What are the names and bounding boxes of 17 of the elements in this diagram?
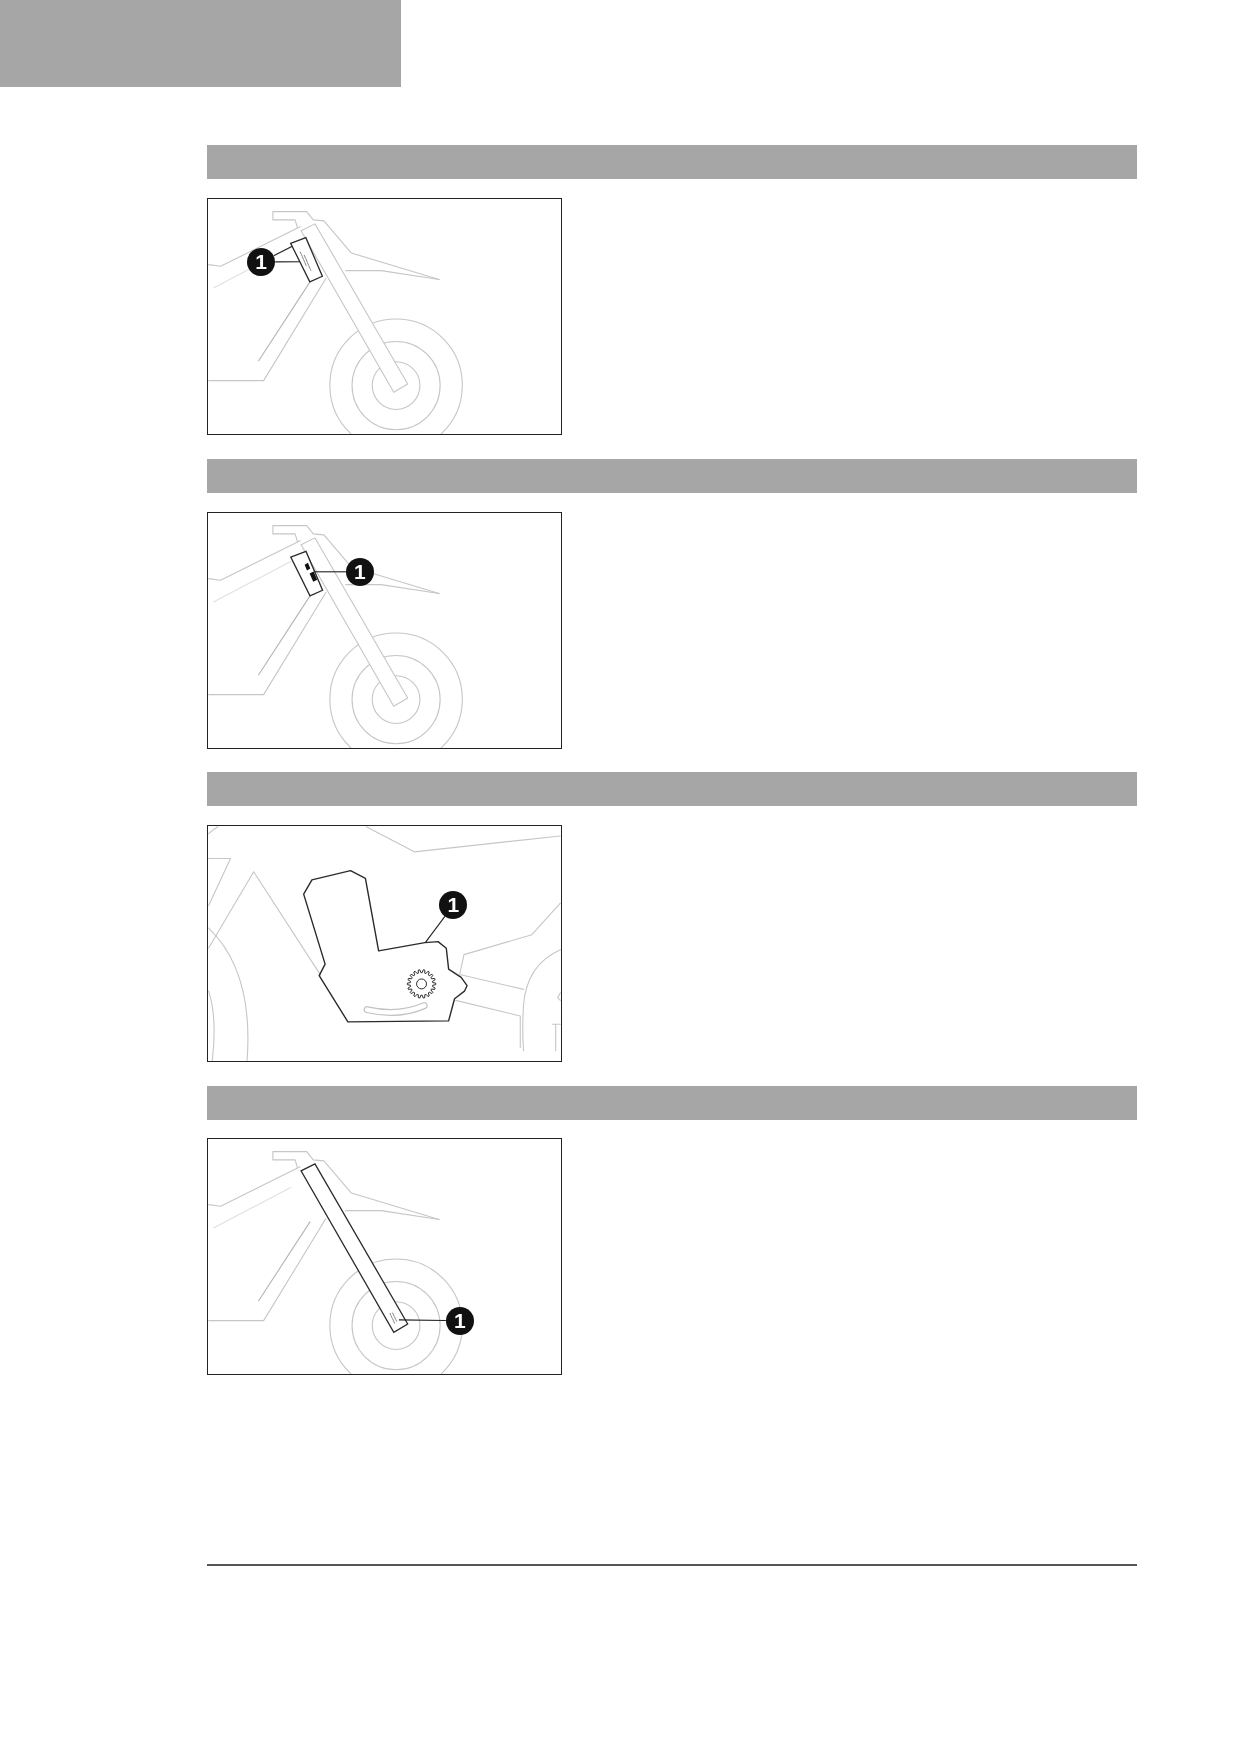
leader-line: [398, 1319, 447, 1322]
label-marking: [304, 561, 319, 583]
callout-number: 1: [345, 557, 374, 586]
callout-number: 1: [247, 248, 276, 277]
callout-number: 1: [439, 891, 468, 920]
illustration-panel: [207, 825, 562, 1062]
leader-line: [273, 245, 293, 257]
illustration-panel: [207, 198, 562, 435]
leader-line: [424, 915, 446, 944]
illustration-panel: [207, 1138, 562, 1375]
imprint-marking: [299, 249, 314, 272]
leader-line: [274, 261, 301, 263]
engine-case: [303, 869, 469, 1023]
illustration-panel: [207, 512, 562, 749]
callout-number: 1: [445, 1306, 474, 1335]
label-plate: [289, 236, 323, 283]
fork-marking: [387, 1312, 399, 1325]
